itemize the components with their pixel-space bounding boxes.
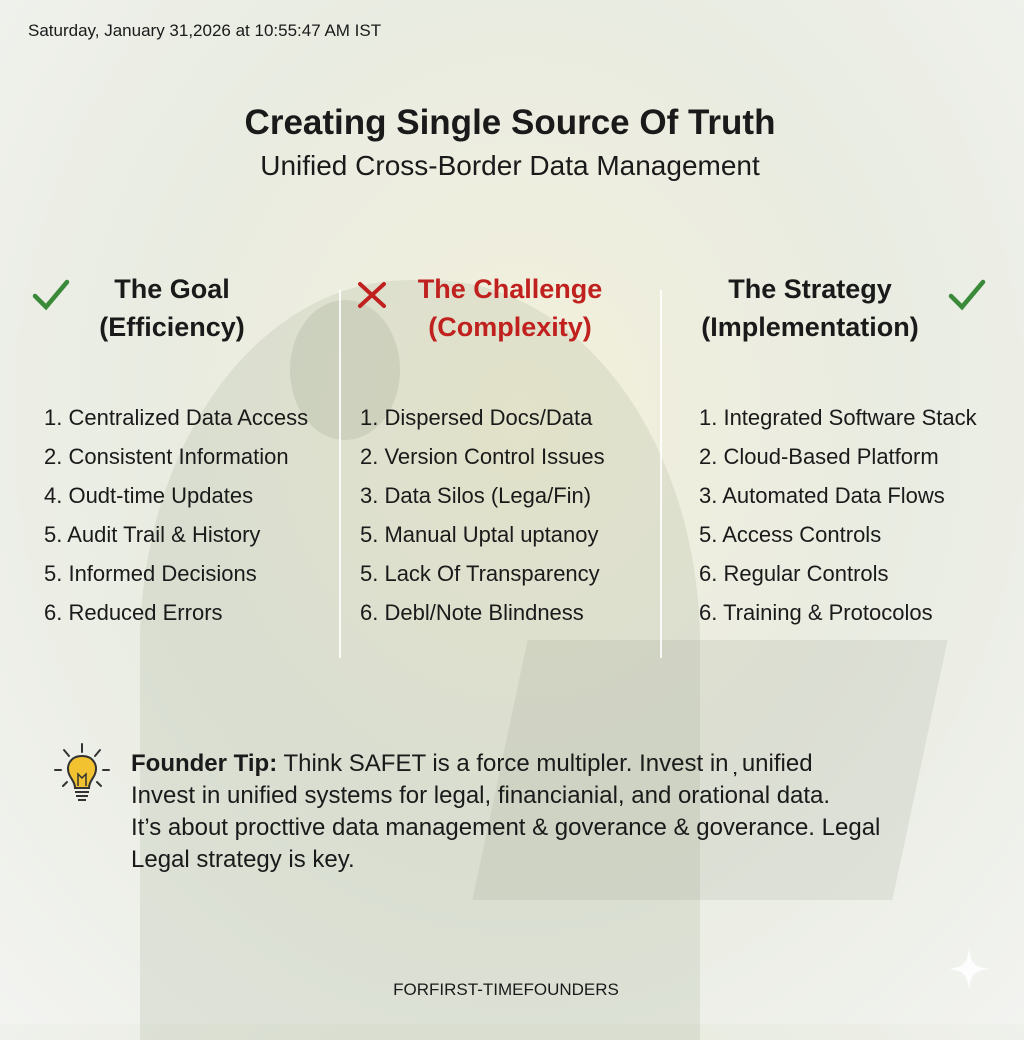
tip-line: Invest in unified systems for legal, fin… bbox=[131, 782, 831, 809]
list-item: 5. Access Controls bbox=[699, 522, 882, 547]
column-heading-line: The Goal bbox=[114, 274, 230, 304]
list-item: 5. Manual Uptal uptanoy bbox=[360, 522, 599, 547]
list-item: 2. Consistent Information bbox=[44, 444, 289, 469]
list-item: 1. Centralized Data Access bbox=[44, 405, 309, 430]
column-heading-line: The Strategy bbox=[728, 274, 892, 304]
footer-text: FORFIRST-TIMEFOUNDERS bbox=[393, 980, 619, 999]
tip-line: Legal strategy is key. bbox=[131, 846, 355, 873]
list-item: 6. Training & Protocolos bbox=[699, 600, 933, 625]
date-stamp: Saturday, January 31,2026 at 10:55:47 AM… bbox=[28, 21, 382, 40]
list-item: 3. Data Silos (Lega/Fin) bbox=[360, 483, 592, 508]
list-item: 1. Integrated Software Stack bbox=[699, 405, 977, 430]
column-divider bbox=[660, 290, 662, 658]
list-item: 6. Reduced Errors bbox=[44, 600, 223, 625]
tip-line: It’s about procttive data management & g… bbox=[131, 814, 881, 841]
list-item: 6. Debl/Note Blindness bbox=[360, 600, 584, 625]
page-title: Creating Single Source Of Truth bbox=[244, 103, 776, 142]
column-divider bbox=[339, 290, 341, 658]
sparkle-icon bbox=[948, 948, 990, 990]
lightbulb-icon bbox=[54, 743, 110, 801]
list-item: 5. Lack Of Transparency bbox=[360, 561, 600, 586]
list-item: 2. Version Control Issues bbox=[360, 444, 605, 469]
cross-icon bbox=[358, 282, 386, 308]
tip-label: Founder Tip: bbox=[131, 750, 278, 777]
strategy-list: 1. Integrated Software Stack 2. Cloud-Ba… bbox=[699, 398, 977, 632]
column-heading-line: (Implementation) bbox=[701, 312, 919, 342]
goal-list: 1. Centralized Data Access 2. Consistent… bbox=[44, 398, 308, 632]
list-item: 4. Oudt-time Updates bbox=[44, 483, 254, 508]
founder-tip: Founder Tip: Think SAFET is a force mult… bbox=[131, 748, 1011, 876]
list-item: 5. Informed Decisions bbox=[44, 561, 257, 586]
list-item: 5. Audit Trail & History bbox=[44, 522, 261, 547]
list-item: 6. Regular Controls bbox=[699, 561, 889, 586]
check-icon bbox=[948, 279, 986, 311]
challenge-list: 1. Dispersed Docs/Data 2. Version Contro… bbox=[360, 398, 605, 632]
list-item: 3. Automated Data Flows bbox=[699, 483, 945, 508]
column-heading-line: (Complexity) bbox=[428, 312, 592, 342]
background-figure-head bbox=[290, 300, 400, 440]
column-goal-heading: The Goal (Efficiency) bbox=[72, 270, 272, 346]
list-item: 1. Dispersed Docs/Data bbox=[360, 405, 593, 430]
column-challenge-heading: The Challenge (Complexity) bbox=[400, 270, 620, 346]
column-heading-line: (Efficiency) bbox=[99, 312, 245, 342]
page-subtitle: Unified Cross-Border Data Management bbox=[260, 150, 760, 181]
column-strategy-heading: The Strategy (Implementation) bbox=[690, 270, 930, 346]
background-figure bbox=[140, 280, 700, 1040]
check-icon bbox=[32, 279, 70, 311]
tip-line: Think SAFET is a force multipler. Invest… bbox=[277, 750, 813, 777]
column-heading-line: The Challenge bbox=[417, 274, 603, 304]
list-item: 2. Cloud-Based Platform bbox=[699, 444, 939, 469]
